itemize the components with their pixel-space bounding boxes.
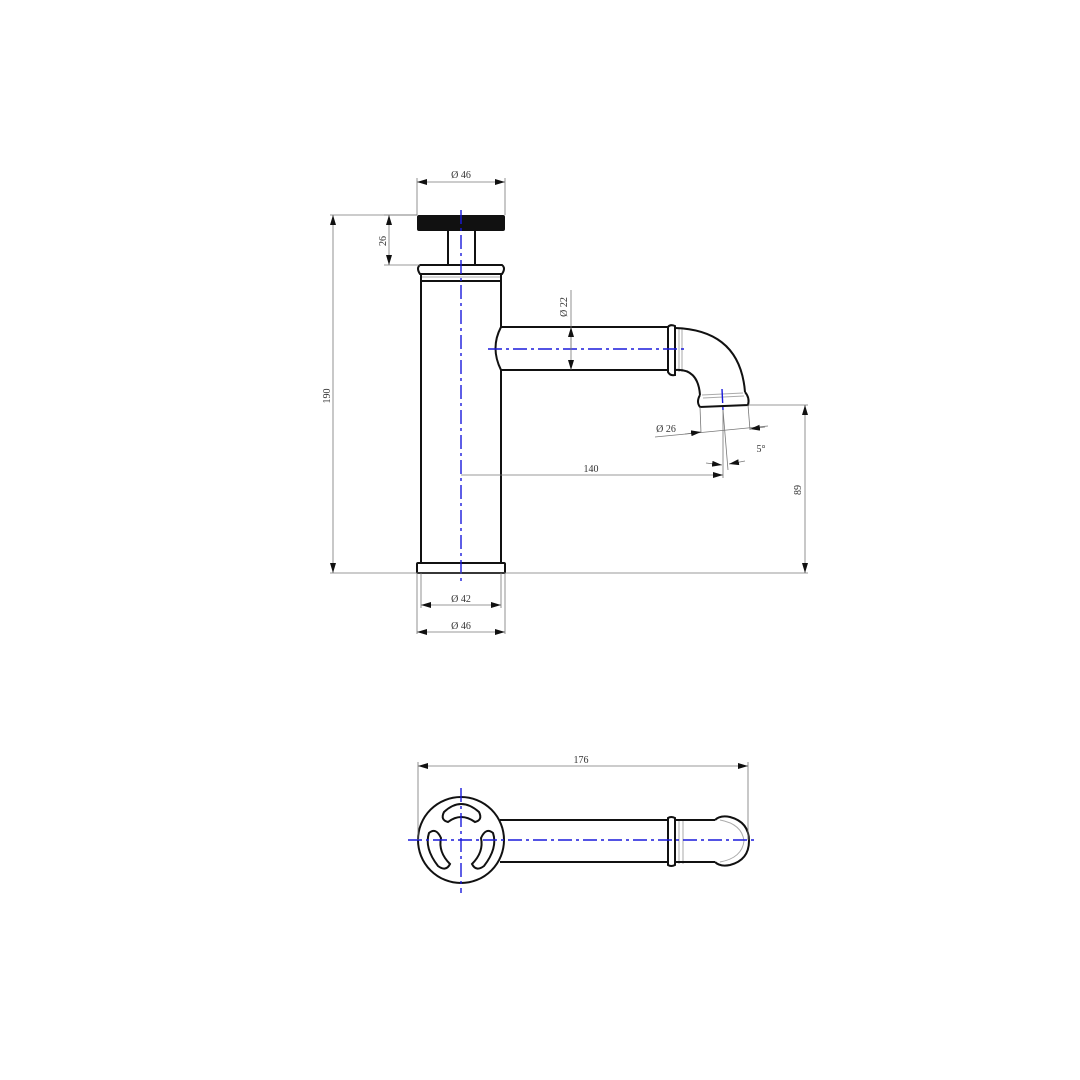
top-elbow-end (714, 815, 751, 867)
dim-outlet-end-diameter: Ø 26 (656, 424, 676, 435)
dim-body-inner-diameter: Ø 42 (451, 594, 471, 605)
dim-body-outer-diameter: Ø 46 (451, 621, 471, 632)
outlet-elbow (674, 327, 746, 393)
slot-right (470, 829, 496, 870)
outlet-coupling (667, 324, 676, 377)
dim-cap-height: 26 (378, 236, 389, 246)
dim-outlet-diameter: Ø 22 (559, 297, 570, 317)
outlet-pipe (494, 326, 502, 371)
top-coupling (667, 816, 676, 867)
slot-top (441, 803, 482, 824)
top-view: 176 (408, 755, 756, 893)
slot-left (426, 829, 452, 870)
dim-outlet-horizontal: 140 (584, 464, 599, 475)
dim-cap-diameter: Ø 46 (451, 170, 471, 181)
dim-overall-height: 190 (322, 389, 333, 404)
dim-overall-length: 176 (574, 755, 589, 766)
dim-outlet-angle: 5° (757, 444, 766, 455)
front-view: Ø 46 26 190 Ø 22 Ø 26 5° 140 (322, 170, 808, 635)
dim-outlet-height: 89 (793, 485, 804, 495)
